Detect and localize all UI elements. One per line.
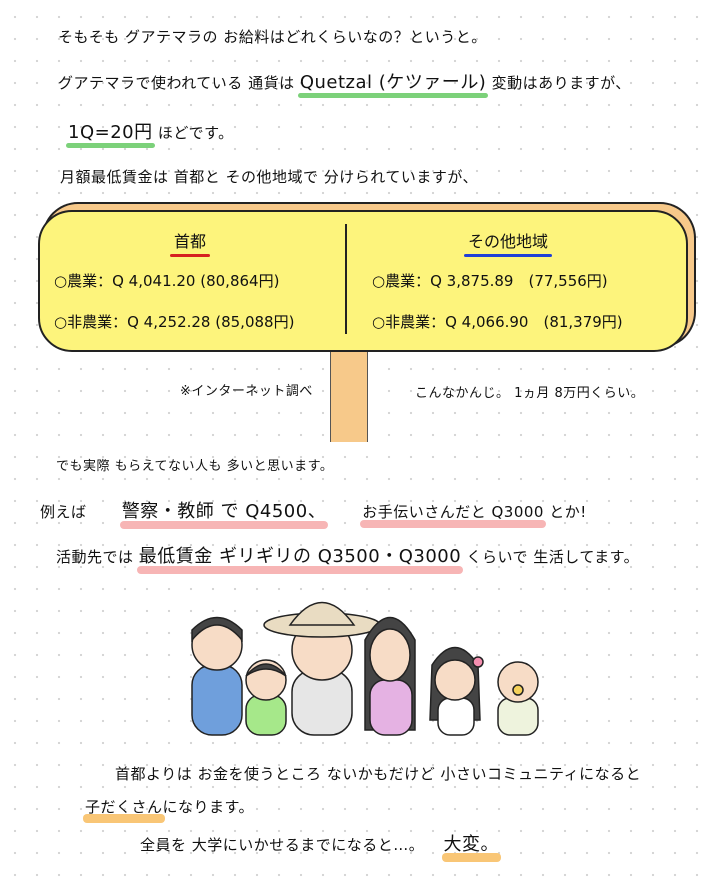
other-title: その他地域 — [463, 228, 553, 257]
text: くらいで 生活してます。 — [461, 548, 640, 566]
text: ほどです。 — [157, 124, 234, 142]
text: になります。 — [162, 798, 255, 816]
summary-note: こんなかんじ。 1ヵ月 8万円くらい。 — [415, 386, 645, 401]
text: とか! — [543, 503, 587, 521]
tough-highlight: 大変。 — [441, 830, 501, 862]
closing-line-2: 子だくさんになります。 — [83, 796, 255, 823]
reality-line-1: でも実際 もらえてない人も 多いと思います。 — [56, 459, 334, 474]
text: 活動先では — [56, 548, 139, 566]
row-value: Q 4,066.90 (81,379円) — [445, 313, 623, 331]
wage-sign-board: 首都 ○農業：Q 4,041.20 (80,864円) ○非農業：Q 4,252… — [38, 210, 688, 352]
row-value: Q 4,252.28 (85,088円) — [127, 313, 295, 331]
local-wage: 最低賃金 ギリギリの Q3500・Q3000 — [136, 542, 464, 574]
other-column: その他地域 ○農業：Q 3,875.89 (77,556円) ○非農業：Q 4,… — [358, 212, 658, 332]
housekeeper-wage: お手伝いさんだと Q3000 — [360, 503, 546, 528]
sign-post — [330, 352, 368, 442]
other-nonagri-row: ○非農業：Q 4,066.90 (81,379円) — [372, 311, 658, 332]
column-divider — [345, 224, 347, 334]
intro-line-3: 1Q=20円 ほどです。 — [66, 118, 234, 148]
capital-nonagri-row: ○非農業：Q 4,252.28 (85,088円) — [54, 311, 340, 332]
reality-line-3: 活動先では 最低賃金 ギリギリの Q3500・Q3000 くらいで 生活してます… — [56, 542, 640, 574]
girl-figure — [429, 646, 484, 736]
text: グアテマラで使われている 通貨は — [58, 74, 300, 92]
father-figure — [191, 616, 243, 736]
capital-title: 首都 — [169, 228, 211, 257]
boy-figure — [245, 659, 287, 736]
police-teacher-wage: 警察・教師 で Q4500、 — [119, 497, 329, 529]
intro-line-1: そもそも グアテマラの お給料はどれくらいなの？というと。 — [58, 28, 487, 46]
closing-line-3: 全員を 大学にいかせるまでになると…。 大変。 — [140, 830, 501, 862]
source-note: ※インターネット調べ — [180, 384, 313, 399]
family-illustration — [191, 601, 539, 736]
text: 全員を 大学にいかせるまでになると…。 — [140, 836, 430, 854]
reality-line-2: 例えば 警察・教師 で Q4500、 お手伝いさんだと Q3000 とか! — [40, 497, 587, 529]
intro-line-2: グアテマラで使われている 通貨は Quetzal (ケツァール) 変動はあります… — [58, 68, 631, 98]
row-label: ○非農業： — [54, 313, 128, 331]
many-children-highlight: 子だくさん — [83, 798, 165, 823]
capital-agri-row: ○農業：Q 4,041.20 (80,864円) — [54, 270, 340, 291]
other-agri-row: ○農業：Q 3,875.89 (77,556円) — [372, 270, 658, 291]
row-label: ○農業： — [54, 272, 113, 290]
currency-name: Quetzal (ケツァール) — [297, 68, 489, 98]
exchange-rate: 1Q=20円 — [66, 118, 155, 148]
intro-line-4: 月額最低賃金は 首都と その他地域で 分けられていますが、 — [60, 168, 479, 186]
closing-line-1: 首都よりは お金を使うところ ないかもだけど 小さいコミュニティになると — [115, 765, 642, 783]
man-with-hat-figure — [263, 601, 381, 736]
text: 変動はありますが、 — [486, 74, 631, 92]
row-label: ○非農業： — [372, 313, 446, 331]
row-label: ○農業： — [372, 272, 431, 290]
text: 例えば — [40, 503, 92, 521]
baby-figure — [497, 661, 539, 736]
capital-column: 首都 ○農業：Q 4,041.20 (80,864円) ○非農業：Q 4,252… — [40, 212, 340, 332]
mother-figure — [364, 616, 416, 736]
row-value: Q 4,041.20 (80,864円) — [112, 272, 280, 290]
row-value: Q 3,875.89 (77,556円) — [430, 272, 608, 290]
